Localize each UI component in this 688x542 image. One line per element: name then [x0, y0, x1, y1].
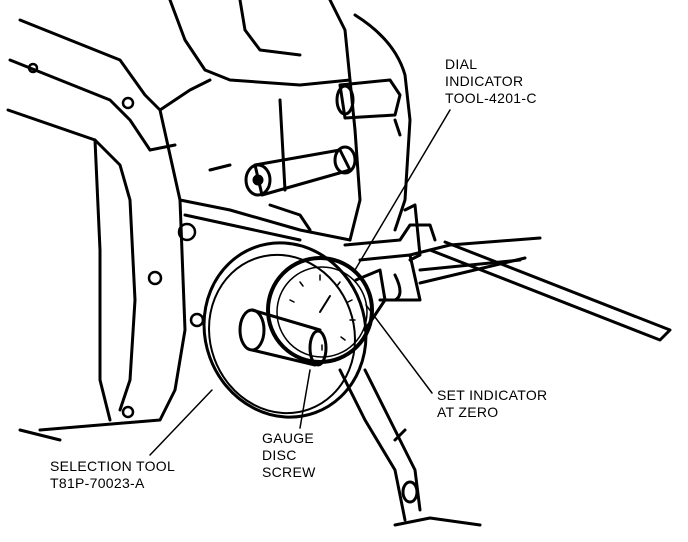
leader-selection-tool	[149, 389, 213, 456]
selection-tool-disc	[202, 241, 368, 419]
callout-line: GAUGE	[262, 430, 315, 446]
support-post	[338, 368, 482, 527]
callout-selection-tool: SELECTION TOOL T81P-70023-A	[50, 458, 175, 492]
leader-lines	[149, 109, 451, 456]
leader-dial-indicator	[354, 109, 451, 271]
upper-housing	[168, 0, 412, 242]
callout-line: TOOL-4201-C	[445, 90, 537, 106]
leader-gauge-disc-screw	[299, 369, 311, 429]
callout-dial-indicator: DIAL INDICATOR TOOL-4201-C	[445, 56, 537, 107]
callout-line: AT ZERO	[437, 404, 499, 420]
pin-fittings	[244, 145, 357, 232]
dial-indicator	[266, 256, 387, 364]
indicator-arm	[343, 203, 672, 342]
callout-line: DIAL	[445, 56, 478, 72]
transmission-case	[6, 18, 352, 442]
callout-line: SET INDICATOR	[437, 387, 548, 403]
leader-set-indicator	[365, 304, 433, 394]
case-bolts	[27, 62, 205, 419]
gauge-disc-screw	[238, 308, 328, 367]
boss-fitting	[335, 78, 402, 137]
callout-line: INDICATOR	[445, 73, 524, 89]
callout-gauge-disc-screw: GAUGE DISC SCREW	[262, 430, 316, 481]
callout-line: DISC	[262, 447, 297, 463]
callout-line: SELECTION TOOL	[50, 458, 176, 474]
callout-line: SCREW	[262, 464, 316, 480]
callout-line: T81P-70023-A	[50, 475, 145, 491]
callout-set-indicator: SET INDICATOR AT ZERO	[437, 387, 547, 421]
